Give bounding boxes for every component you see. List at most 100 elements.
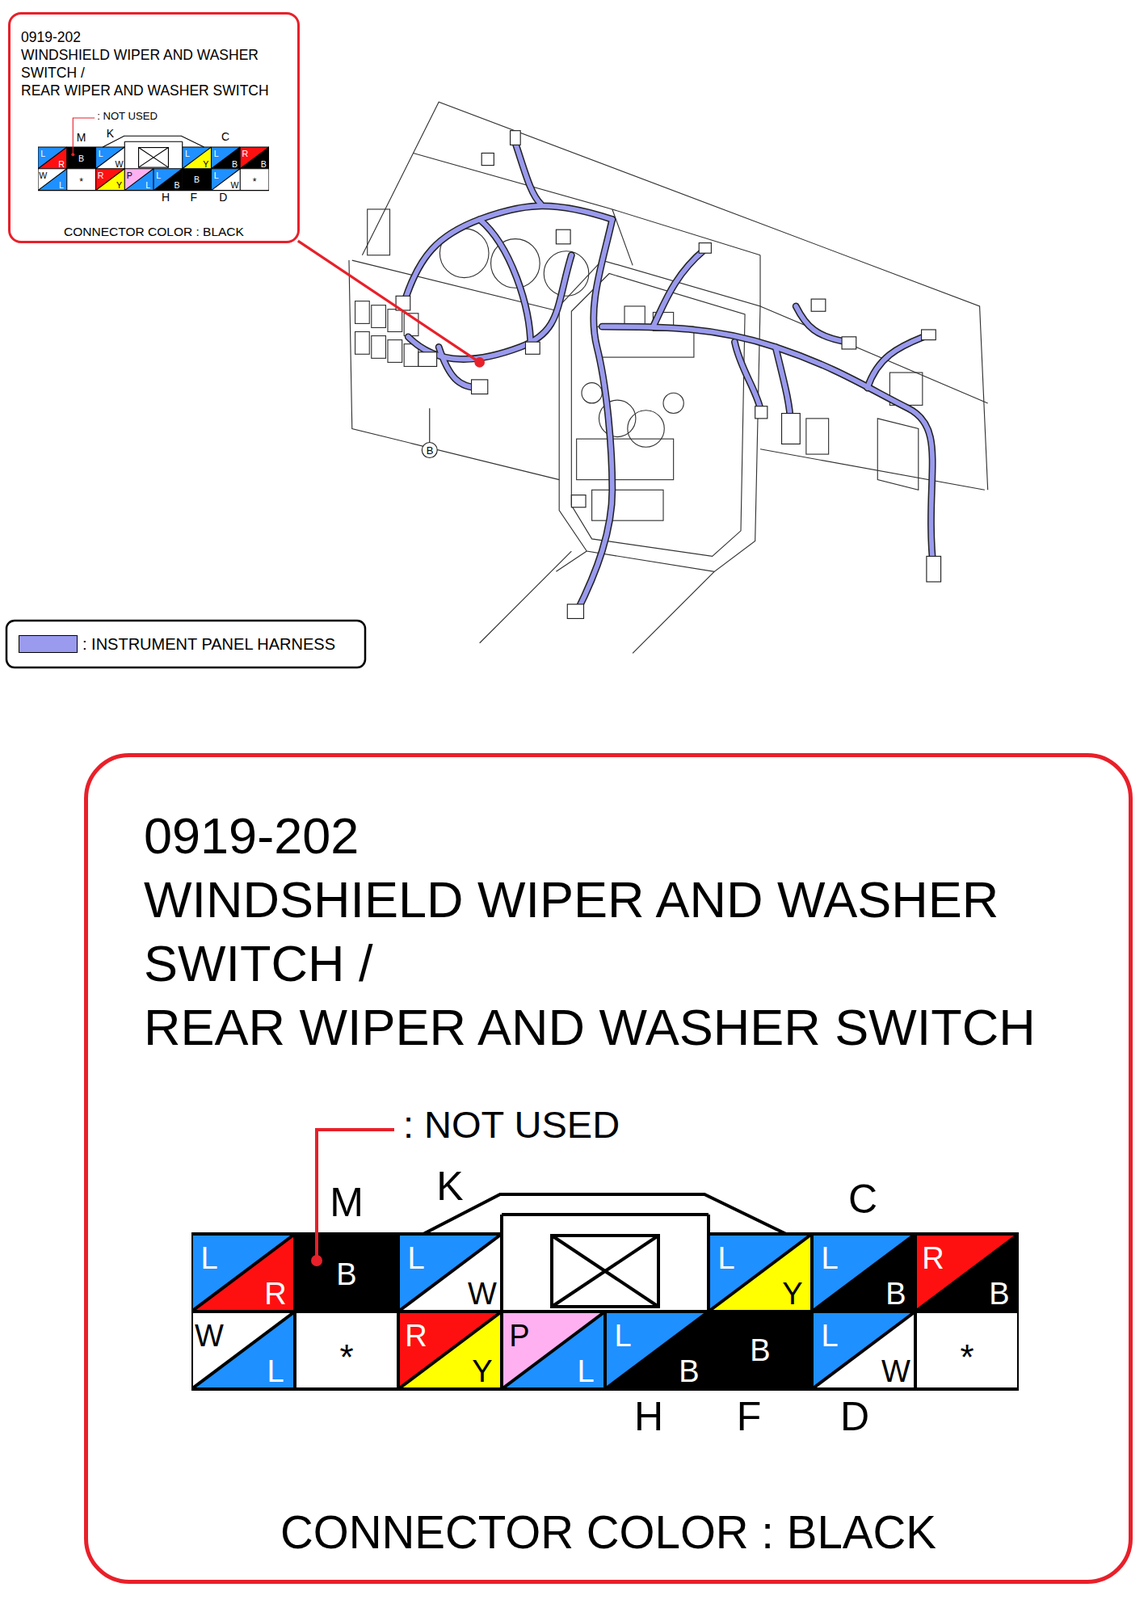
wire-color-code: L (155, 171, 161, 181)
dash-outline (627, 410, 665, 447)
harness-connectors (571, 495, 586, 508)
wire-color-code: B (193, 175, 200, 185)
connector-name: REAR WIPER AND WASHER SWITCH (21, 81, 292, 100)
pin-name: K (436, 1165, 463, 1207)
wire-color-code: R (97, 171, 105, 181)
wire-color-code: R (58, 159, 65, 169)
dash-outline (612, 209, 761, 307)
wire-color-code: R (264, 1278, 286, 1309)
callout-leader (298, 240, 480, 362)
callout-letter: B (426, 445, 434, 456)
harness (652, 249, 704, 327)
pin-name: D (218, 192, 228, 204)
wire-color-code: * (339, 1339, 354, 1376)
wire-color-code: L (40, 149, 46, 159)
dash-outline (581, 382, 602, 404)
wire-color-code: L (214, 171, 219, 181)
harness-outline (407, 255, 572, 360)
wire-color-code: Y (471, 1355, 492, 1387)
wire-color-code: * (252, 176, 257, 187)
wire-color-code: W (467, 1278, 497, 1309)
harness-connectors (755, 406, 768, 419)
callout-leader (474, 357, 485, 368)
large-connector (191, 1129, 1019, 1389)
wire-color-code: L (266, 1355, 284, 1387)
dash-outline (387, 340, 403, 363)
wire-color-code: L (613, 1320, 631, 1351)
harness-outline (601, 326, 934, 572)
callout-leader (421, 442, 438, 459)
wire-color-code: B (78, 154, 85, 164)
callout-box: 0919-202WINDSHIELD WIPER AND WASHER SWIT… (8, 12, 300, 244)
callout-leader (428, 407, 430, 442)
harness (601, 326, 934, 572)
harness-outline (515, 142, 542, 205)
harness (479, 219, 531, 348)
pin-name: M (329, 1181, 364, 1223)
harness-outline (867, 336, 924, 388)
harness-connectors (525, 341, 540, 354)
wire-color-code: P (126, 171, 133, 181)
wire-color-code: L (820, 1242, 838, 1274)
callout-leader (298, 240, 485, 458)
dash-outline (367, 209, 391, 256)
wire-color-code: B (885, 1278, 906, 1309)
wire-color-code: L (145, 180, 151, 190)
pin-name: F (189, 192, 198, 204)
connector-name: WINDSHIELD WIPER AND WASHER SWITCH / (143, 867, 1098, 996)
wire-color-code: * (79, 176, 84, 187)
dash-outline (371, 305, 387, 328)
dash-outline (349, 101, 989, 653)
wire-color-code: R (242, 149, 249, 159)
wire-color-code: L (407, 1242, 425, 1274)
dash-outline (349, 260, 560, 480)
harness (515, 142, 542, 205)
pin-name: F (736, 1396, 762, 1437)
dash-outline (592, 489, 664, 521)
wire-color-code: R (404, 1320, 427, 1351)
harness-connectors (555, 229, 571, 244)
wire-color-code: B (174, 180, 181, 190)
legend-text: : INSTRUMENT PANEL HARNESS (82, 635, 336, 652)
pin-name: C (848, 1178, 878, 1220)
wire-color-code: L (717, 1242, 735, 1274)
dash-outline (355, 301, 371, 324)
wire-color-code: B (678, 1355, 699, 1387)
pin-name: C (221, 131, 230, 143)
dash-outline (387, 309, 403, 333)
wire-color-code: L (98, 149, 104, 159)
dash-outline (806, 418, 829, 455)
not-used-note: : NOT USED (96, 110, 158, 122)
connector-number: 0919-202 (21, 28, 292, 47)
pin-name: D (840, 1396, 870, 1437)
harness-connectors (782, 413, 801, 445)
connector-color: CONNECTOR COLOR : BLACK (10, 222, 298, 241)
connector-name: REAR WIPER AND WASHER SWITCH (143, 995, 1098, 1060)
harness-outline (479, 219, 531, 348)
wire-color-code: B (260, 159, 267, 169)
pin-name: M (76, 132, 87, 144)
harness (576, 219, 613, 613)
harness (867, 336, 924, 388)
harness-connectors (811, 298, 826, 312)
connector-name: WINDSHIELD WIPER AND WASHER SWITCH / (21, 46, 292, 82)
legend-swatch (18, 634, 78, 653)
harness-connectors (567, 604, 584, 619)
harness-outline (734, 341, 761, 408)
not-used-note: : NOT USED (403, 1105, 620, 1144)
wire-color-code: L (576, 1355, 594, 1387)
wire-color-code: B (988, 1278, 1010, 1309)
harness-connectors (926, 555, 942, 582)
dashboard-drawing (298, 101, 989, 653)
harness (407, 255, 572, 360)
wire-color-code: L (214, 149, 219, 159)
callout-box: 0919-202WINDSHIELD WIPER AND WASHER SWIT… (84, 752, 1133, 1584)
harness-connectors (841, 336, 857, 350)
harness-connectors (510, 130, 522, 146)
dash-outline (361, 101, 988, 490)
harness-connectors (921, 329, 937, 341)
harness (403, 142, 934, 613)
wire-color-code: B (231, 159, 238, 169)
dash-outline (371, 336, 387, 359)
harness-outline (403, 142, 934, 613)
